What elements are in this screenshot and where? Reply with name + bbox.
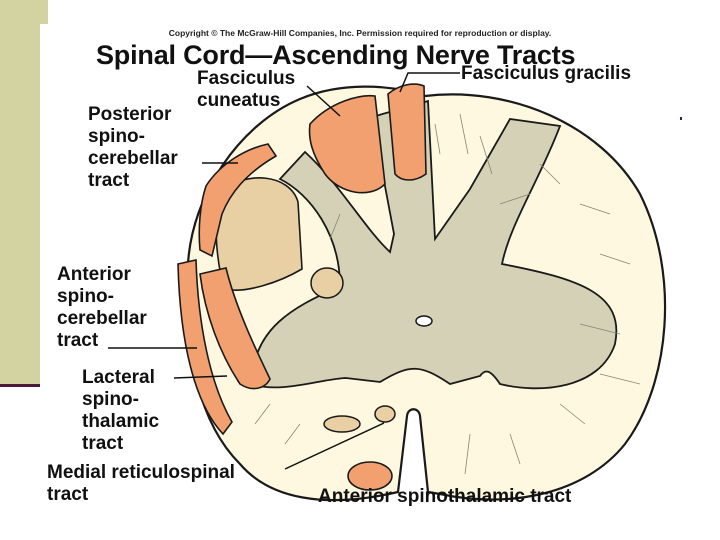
posterior-spinocerebellar-region [198, 143, 278, 258]
gray-matter [251, 99, 618, 390]
diagram-title: Spinal Cord—Ascending Nerve Tracts [96, 40, 576, 70]
leader-fasciculus-gracilis [399, 72, 460, 93]
label-posterior-spinocerebellar-tract: Posterior spino- cerebellar tract [88, 104, 178, 191]
label-fasciculus-gracilis: Fasciculus gracilis [461, 63, 632, 84]
anterior-spinothalamic-region [347, 461, 393, 491]
label-anterior-spinocerebellar-tract: Anterior spino- cerebellar tract [57, 264, 147, 351]
leader-fasciculus-cuneatus [306, 85, 341, 117]
anterior-spinocerebellar-region [177, 259, 233, 436]
copyright-notice: Copyright © The McGraw-Hill Companies, I… [168, 28, 552, 38]
fasciculus-cuneatus-region [308, 94, 386, 194]
fasciculus-gracilis-region [387, 83, 427, 181]
label-anterior-spinothalamic-tract: Anterior spinothalamic tract [318, 486, 572, 507]
spinal-cord-cross-section [108, 72, 667, 502]
white-matter-texture [254, 113, 641, 475]
label-lateral-spinothalamic-tract: Lacteral spino- thalamic tract [82, 367, 160, 454]
label-medial-reticulospinal-tract: Medial reticulospinal tract [47, 462, 235, 505]
posterior-spinocerebellar-inner [215, 177, 303, 291]
lateral-spinothalamic-region [199, 267, 271, 390]
central-canal [415, 315, 433, 327]
label-fasciculus-cuneatus: Fasciculus cuneatus [197, 68, 296, 111]
leader-lateral-spinothalamic [173, 375, 228, 379]
slide-rule-bottom [0, 384, 48, 387]
diagram-panel: Copyright © The McGraw-Hill Companies, I… [40, 24, 680, 512]
tract-oval-medial [323, 415, 361, 433]
tract-oval-upper [310, 267, 344, 299]
label-leader-lines [108, 72, 460, 470]
tract-oval-lateral [374, 405, 396, 423]
leader-medial-reticulospinal [284, 422, 385, 470]
